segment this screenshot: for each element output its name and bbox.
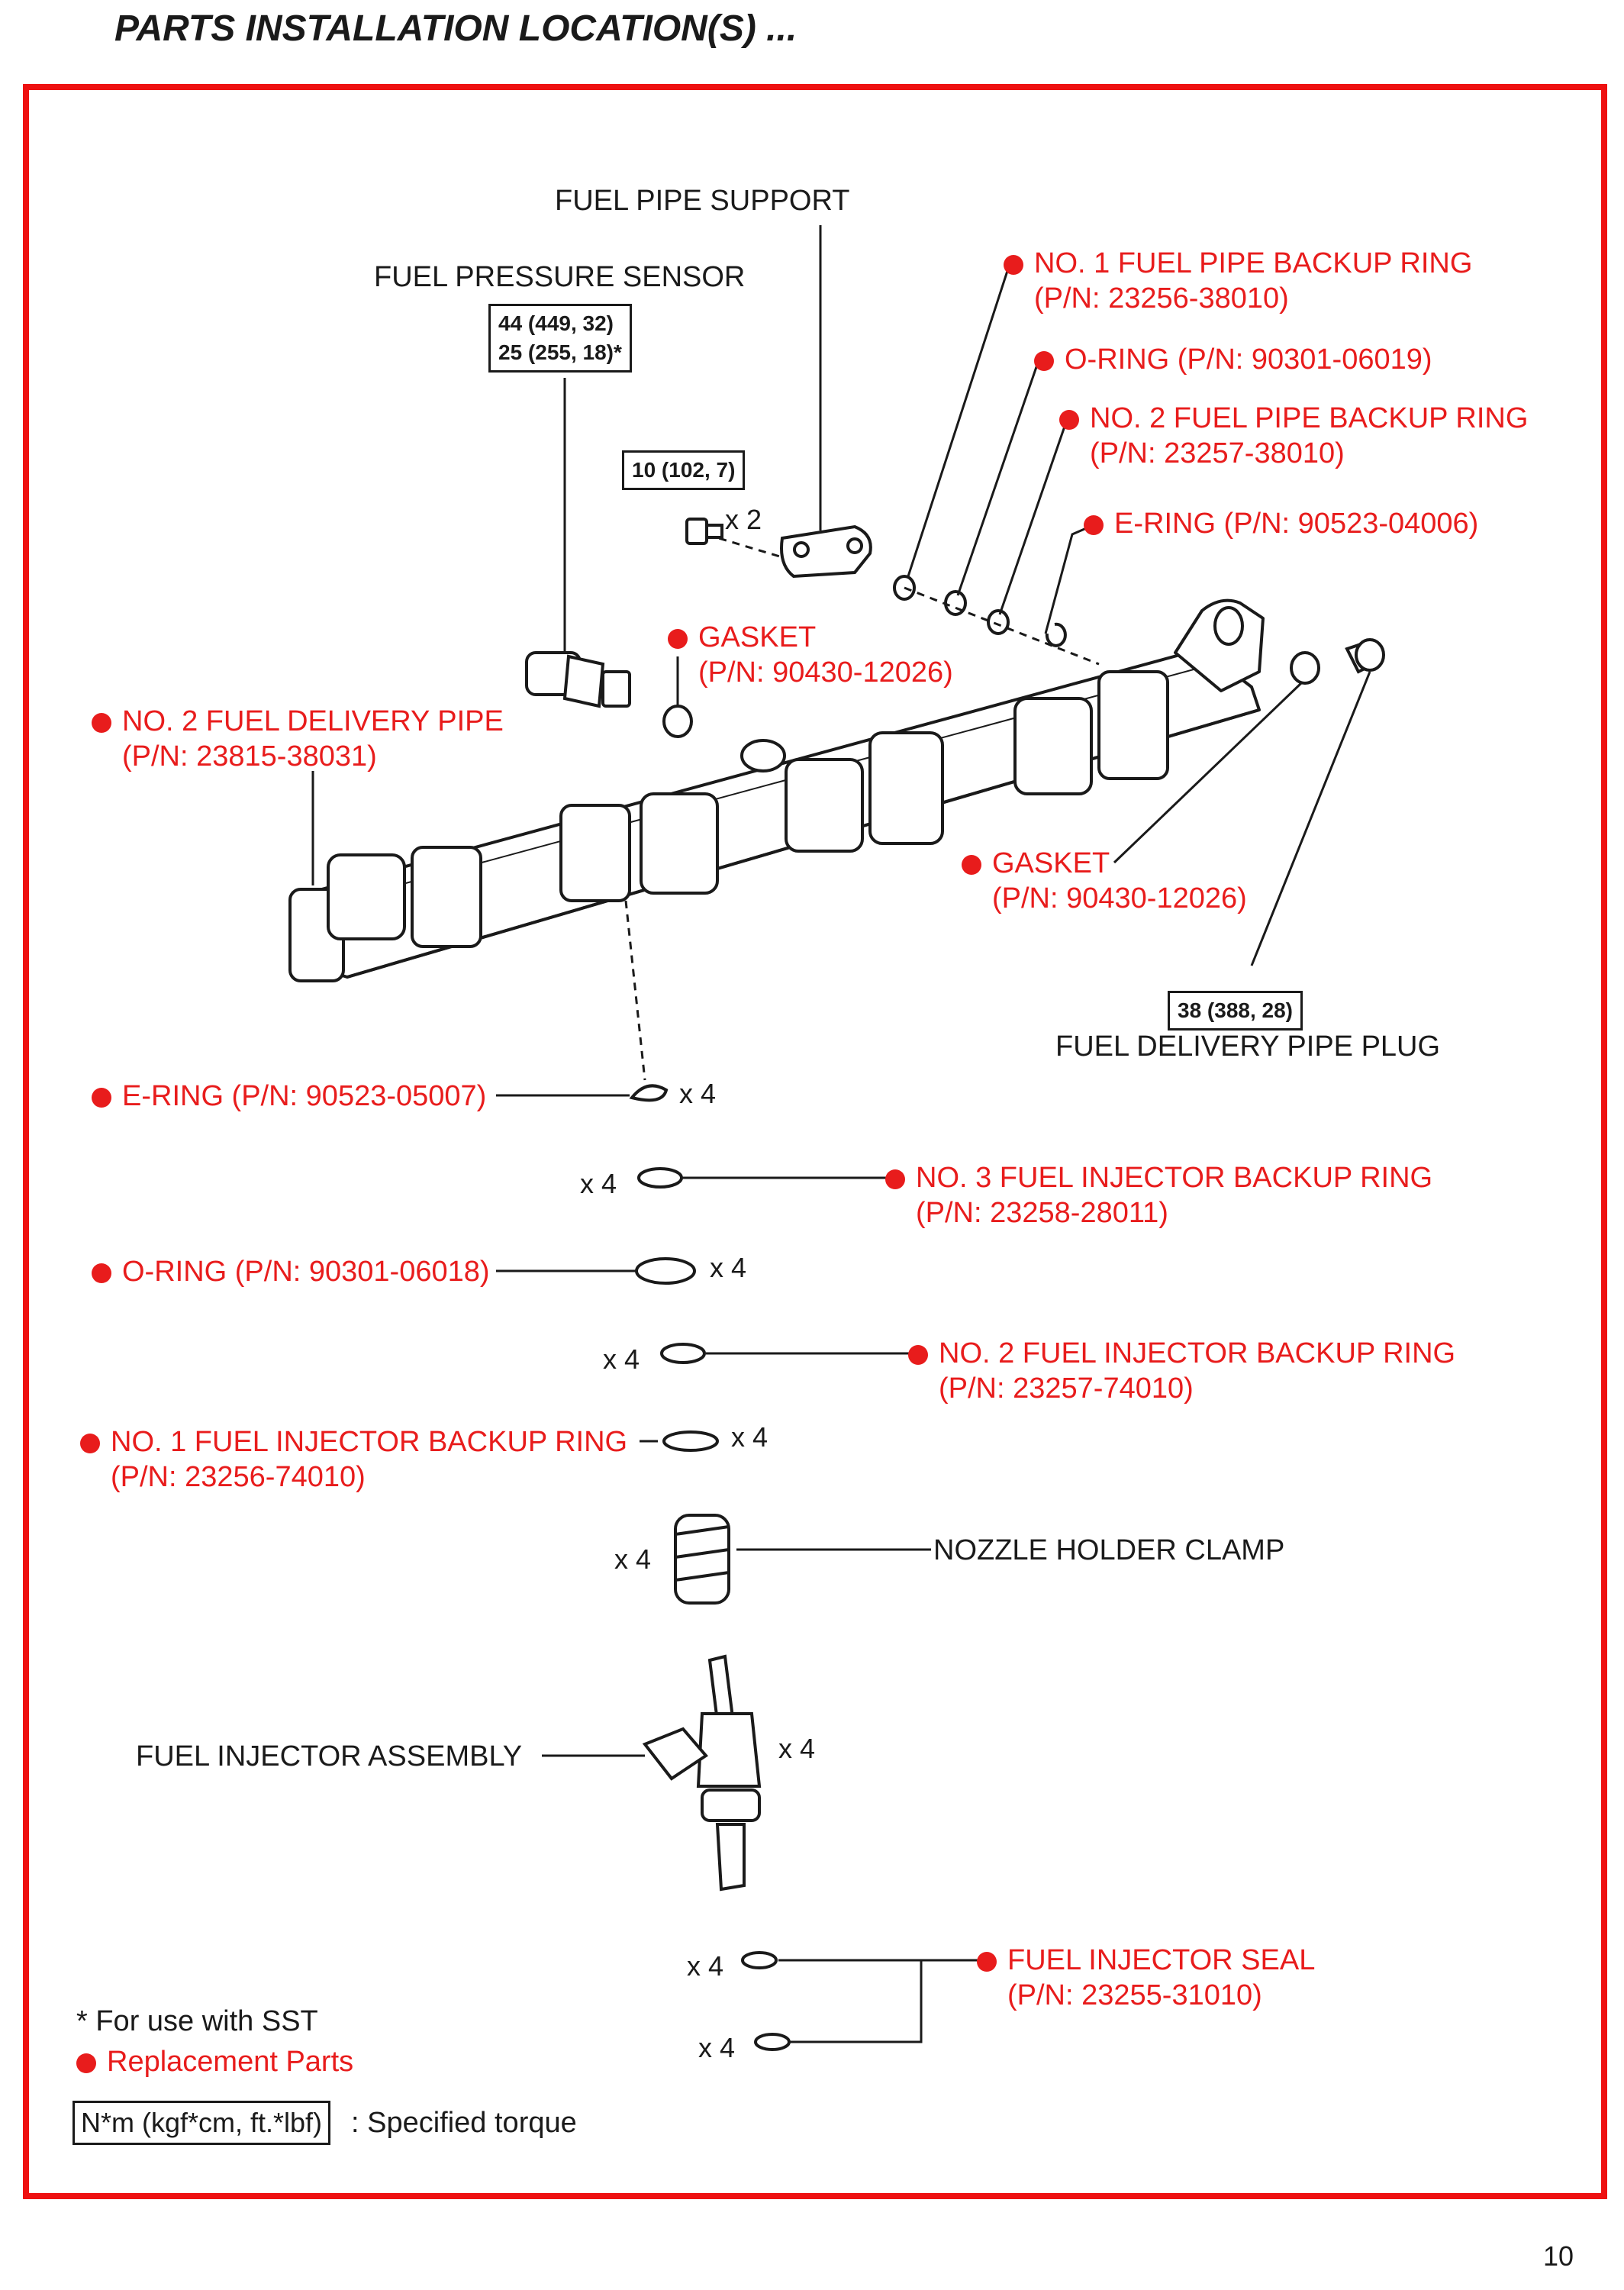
label-gasket-right: GASKET (P/N: 90430-12026): [962, 846, 1247, 916]
replacement-dot: [1034, 350, 1054, 371]
support-bolt: [685, 518, 723, 545]
replacement-dot: [885, 1169, 905, 1189]
qty-ering: x 4: [679, 1078, 717, 1109]
fuel-delivery-pipe: [288, 598, 1265, 982]
replacement-dot: [1004, 254, 1023, 275]
replacement-dot: [76, 2053, 96, 2073]
label-no1-pipe-backup-ring: NO. 1 FUEL PIPE BACKUP RING (P/N: 23256-…: [1004, 246, 1472, 316]
label-oring-06018: O-RING (P/N: 90301-06018): [92, 1254, 490, 1289]
qty-oring: x 4: [710, 1252, 747, 1283]
label-fuel-delivery-pipe-plug: FUEL DELIVERY PIPE PLUG: [1055, 1030, 1441, 1063]
torque-box-plug: 38 (388, 28): [1168, 991, 1303, 1030]
leader-no2-pipe-backup-ring: [998, 419, 1068, 615]
qty-bolt: x 2: [725, 504, 762, 535]
torque-box-support-bolt: 10 (102, 7): [622, 450, 746, 490]
leader-fuel-delivery-pipe-plug: [1250, 671, 1371, 966]
torque-sensor-asterisk: *: [614, 340, 622, 364]
nozzle-holder-clamp: [674, 1514, 730, 1605]
replacement-dot: [1084, 514, 1104, 535]
small-rings: [629, 1084, 719, 1452]
replacement-dot: [92, 1263, 111, 1283]
label-no2-fuel-delivery-pipe: NO. 2 FUEL DELIVERY PIPE (P/N: 23815-380…: [92, 704, 504, 774]
leader-ering-04006: [1044, 525, 1091, 634]
label-gasket-top: GASKET (P/N: 90430-12026): [668, 620, 953, 690]
torque-box-sensor: 44 (449, 32) 25 (255, 18)*: [488, 304, 632, 373]
dashed-injector-axis: [624, 900, 646, 1081]
label-nozzle-holder-clamp: NOZZLE HOLDER CLAMP: [933, 1534, 1285, 1566]
fuel-delivery-pipe-plug: [1345, 638, 1385, 674]
qty-seal-a: x 4: [687, 1950, 724, 1982]
diagram-frame: [23, 84, 1607, 2199]
fuel-pipe-support: [780, 524, 872, 579]
qty-seal-b: x 4: [698, 2032, 736, 2063]
qty-no3-ring: x 4: [580, 1168, 617, 1199]
torque-sensor-line1: 44 (449, 32): [498, 311, 614, 335]
replacement-dot: [908, 1344, 928, 1365]
label-fuel-pipe-support: FUEL PIPE SUPPORT: [555, 185, 850, 217]
page-number: 10: [1543, 2240, 1574, 2272]
legend-replacement: Replacement Parts: [76, 2044, 353, 2079]
pipe-rings: [662, 575, 1320, 738]
legend-sst-note: * For use with SST: [76, 2005, 318, 2037]
qty-clamp: x 4: [614, 1543, 652, 1575]
fuel-injector-seals: [741, 1951, 791, 2051]
page-title: PARTS INSTALLATION LOCATION(S) ...: [114, 8, 798, 49]
label-no1-injector-backup-ring: NO. 1 FUEL INJECTOR BACKUP RING (P/N: 23…: [80, 1424, 627, 1495]
label-ering-04006: E-RING (P/N: 90523-04006): [1084, 506, 1478, 541]
replacement-dot: [668, 628, 688, 649]
label-no3-injector-backup-ring: NO. 3 FUEL INJECTOR BACKUP RING (P/N: 23…: [885, 1160, 1432, 1230]
qty-no1-ring: x 4: [731, 1421, 768, 1453]
label-no2-injector-backup-ring: NO. 2 FUEL INJECTOR BACKUP RING (P/N: 23…: [908, 1336, 1455, 1406]
label-fuel-pressure-sensor: FUEL PRESSURE SENSOR: [374, 261, 746, 293]
fuel-injector-assembly: [642, 1654, 762, 1892]
leader-seal-b: [790, 1960, 923, 2043]
label-fuel-injector-assembly: FUEL INJECTOR ASSEMBLY: [136, 1740, 523, 1772]
torque-sensor-line2: 25 (255, 18)*: [498, 338, 622, 367]
legend-torque-unit: N*m (kgf*cm, ft.*lbf): [72, 2101, 331, 2145]
leader-oring-06019: [956, 362, 1039, 596]
legend-torque-desc: : Specified torque: [351, 2107, 577, 2139]
dashed-ring-axis: [904, 586, 1100, 666]
replacement-dot: [92, 1087, 111, 1108]
replacement-dot: [1059, 409, 1079, 430]
replacement-dot: [92, 712, 111, 733]
label-no2-pipe-backup-ring: NO. 2 FUEL PIPE BACKUP RING (P/N: 23257-…: [1059, 401, 1528, 471]
replacement-dot: [977, 1951, 997, 1972]
label-ering-05007: E-RING (P/N: 90523-05007): [92, 1079, 486, 1114]
fuel-pressure-sensor: [525, 651, 631, 708]
label-oring-06019: O-RING (P/N: 90301-06019): [1034, 342, 1432, 377]
qty-injector: x 4: [778, 1733, 816, 1764]
leader-no1-pipe-backup-ring: [907, 270, 1009, 577]
replacement-dot: [80, 1433, 100, 1453]
replacement-dot: [962, 854, 981, 875]
qty-no2-ring: x 4: [603, 1343, 640, 1375]
leader-gasket-right: [1113, 682, 1303, 864]
label-fuel-injector-seal: FUEL INJECTOR SEAL (P/N: 23255-31010): [977, 1943, 1315, 2013]
torque-sensor-value2: 25 (255, 18): [498, 340, 614, 364]
